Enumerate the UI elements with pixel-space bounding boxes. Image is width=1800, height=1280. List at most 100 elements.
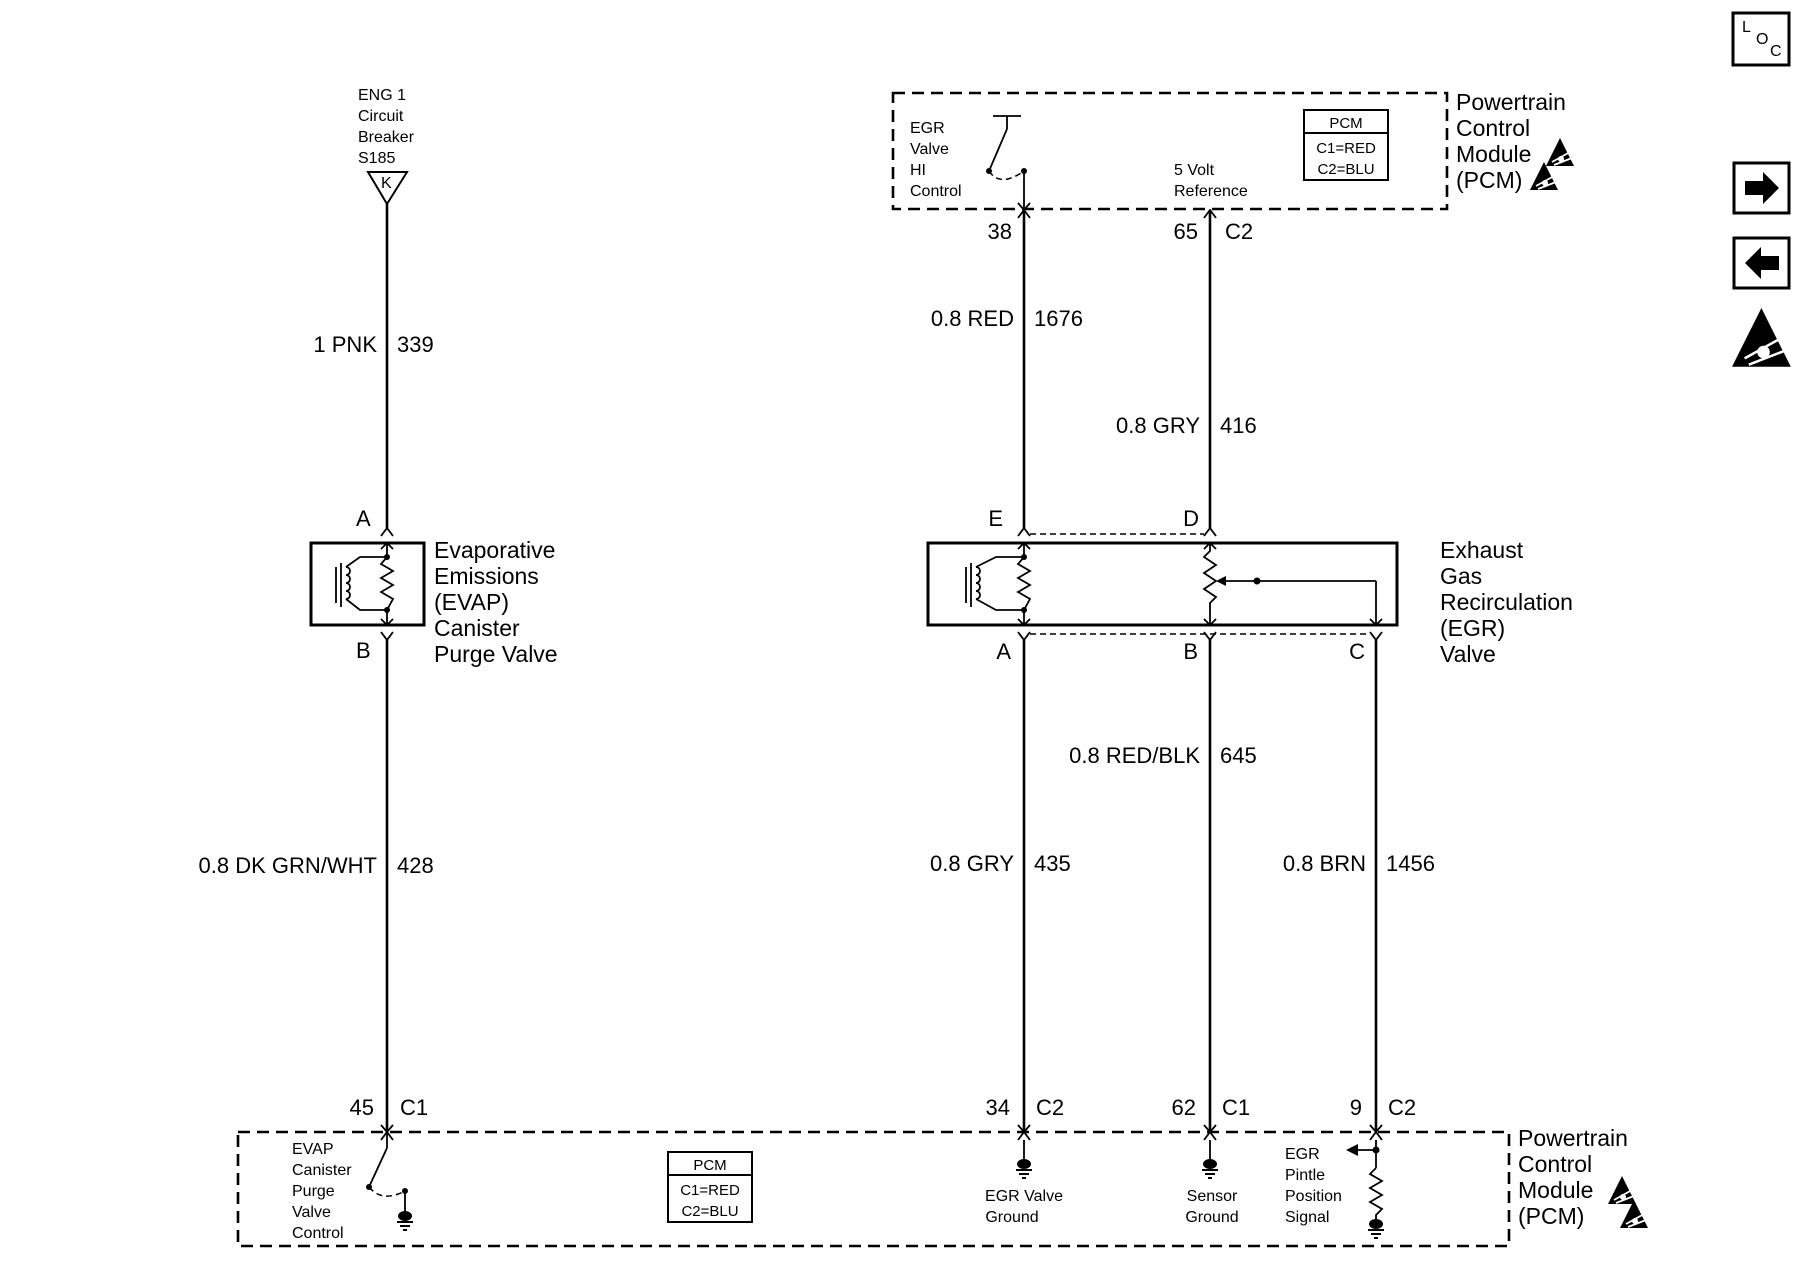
- evap-valve-label-4: Canister: [434, 615, 520, 641]
- breaker-label-1: ENG 1: [358, 87, 406, 104]
- egr-valve-ground-icon: [1015, 1140, 1033, 1179]
- egr-valve-label-3: Recirculation: [1440, 589, 1573, 615]
- evap-purge-valve: A B Evaporative Emissions (EVAP) Caniste…: [309, 506, 558, 667]
- pcm-bottom-evap-1: EVAP: [292, 1141, 334, 1158]
- egr-pin-c: C: [1349, 639, 1365, 664]
- evap-valve-label-2: Emissions: [434, 563, 539, 589]
- egr-valve-label-5: Valve: [1440, 641, 1496, 667]
- pcm-pin-62: 62: [1172, 1095, 1196, 1120]
- pcm-bottom-evap-3: Purge: [292, 1183, 335, 1200]
- pcm-bottom-evap-5: Control: [292, 1225, 344, 1242]
- pcm-pin-38: 38: [988, 219, 1012, 244]
- pcm-bottom-egr-ground-1: EGR Valve: [985, 1188, 1063, 1205]
- location-button[interactable]: L O C: [1731, 11, 1791, 67]
- location-letter-c: C: [1770, 43, 1782, 60]
- pcm-top-badge-c2: C2=BLU: [1317, 161, 1374, 178]
- wire-339-circuit: 339: [397, 332, 434, 357]
- pcm-bottom-evap-4: Valve: [292, 1204, 331, 1221]
- pcm-bottom-switch-icon: [366, 1132, 414, 1231]
- evap-pin-b: B: [356, 638, 371, 663]
- breaker-label-2: Circuit: [358, 108, 404, 125]
- evap-coil-icon: [345, 566, 351, 600]
- pcm-top-switch-icon: [986, 115, 1031, 212]
- pcm-top-esd-icon: [1545, 137, 1575, 167]
- sensor-ground-icon: [1201, 1140, 1219, 1179]
- pcm-bottom-badge: PCM C1=RED C2=BLU: [667, 1151, 753, 1223]
- egr-potentiometer-icon: [1202, 543, 1218, 625]
- wire-1676-circuit: 1676: [1034, 306, 1083, 331]
- wire-339-color: 1 PNK: [313, 332, 377, 357]
- wire-416-circuit: 416: [1220, 413, 1257, 438]
- evap-pin-a-connector: [380, 526, 394, 537]
- pcm-bottom-sensor-ground-1: Sensor: [1187, 1188, 1238, 1205]
- pcm-top-badge-c1: C1=RED: [1316, 140, 1376, 157]
- evap-pin-b-connector: [380, 631, 394, 642]
- egr-valve-label-4: (EGR): [1440, 615, 1505, 641]
- pcm-bottom-esd-icon: [1607, 1175, 1637, 1205]
- wire-1456-color: 0.8 BRN: [1283, 851, 1366, 876]
- pcm-top-ref-1: 5 Volt: [1174, 162, 1215, 179]
- breaker-terminal-letter: K: [381, 175, 392, 192]
- pcm-pin-45: 45: [350, 1095, 374, 1120]
- evap-pin-a: A: [356, 506, 371, 531]
- evap-valve-label-5: Purge Valve: [434, 641, 558, 667]
- breaker-label-3: Breaker: [358, 129, 415, 146]
- wire-428-circuit: 428: [397, 853, 434, 878]
- egr-coil-icon: [975, 566, 981, 600]
- pcm-top-label-1: Powertrain: [1456, 89, 1566, 115]
- evap-valve-label-3: (EVAP): [434, 589, 509, 615]
- egr-valve-label-2: Gas: [1440, 563, 1482, 589]
- pcm-bottom-pintle-1: EGR: [1285, 1146, 1320, 1163]
- pcm-bottom-module: 45 C1 34 C2 62 C1 9 C2 EVAP Canister Pur…: [236, 1095, 1649, 1248]
- pcm-bottom-label-4: (PCM): [1518, 1203, 1584, 1229]
- pcm-top-ref-2: Reference: [1174, 183, 1248, 200]
- egr-valve-label-1: Exhaust: [1440, 537, 1524, 563]
- pcm-top-label-2: Control: [1456, 115, 1530, 141]
- egr-valve: E D Exhaust Gas Recirculation (EGR) Valv…: [926, 506, 1573, 667]
- egr-solenoid-resistor-icon: [1016, 543, 1032, 625]
- pcm-bottom-esd-icon-2: [1619, 1199, 1649, 1229]
- pcm-top-egr-hi-4: Control: [910, 183, 962, 200]
- circuit-breaker: ENG 1 Circuit Breaker S185 K: [358, 87, 415, 206]
- evap-resistor-icon: [379, 543, 395, 625]
- pcm-bottom-box: [236, 1130, 1511, 1248]
- pcm-pin-34: 34: [986, 1095, 1010, 1120]
- pcm-bottom-sensor-ground-2: Ground: [1185, 1209, 1238, 1226]
- pcm-bottom-label-3: Module: [1518, 1177, 1593, 1203]
- egr-pin-d: D: [1183, 506, 1199, 531]
- wire-416-color: 0.8 GRY: [1116, 413, 1200, 438]
- egr-coil-core-icon: [965, 563, 972, 607]
- esd-info-button[interactable]: [1732, 308, 1791, 367]
- pcm-top-box: [891, 91, 1449, 211]
- pcm-pin-45-conn: C1: [400, 1095, 428, 1120]
- wire-435-circuit: 435: [1034, 851, 1071, 876]
- pcm-bottom-pintle-2: Pintle: [1285, 1167, 1325, 1184]
- evap-valve-box: [309, 541, 426, 627]
- next-page-button[interactable]: [1732, 161, 1791, 215]
- breaker-label-4: S185: [358, 150, 395, 167]
- egr-pin-e: E: [988, 506, 1003, 531]
- pcm-top-egr-hi-2: Valve: [910, 141, 949, 158]
- wire-1676-color: 0.8 RED: [931, 306, 1014, 331]
- wire-435-color: 0.8 GRY: [930, 851, 1014, 876]
- evap-coil-core-icon: [335, 563, 342, 607]
- location-letter-o: O: [1756, 31, 1768, 48]
- wire-428-color: 0.8 DK GRN/WHT: [199, 853, 377, 878]
- egr-wiper-arrow-icon: [1216, 576, 1226, 586]
- pcm-top-esd-icon-2: [1529, 161, 1559, 191]
- previous-page-button[interactable]: [1732, 236, 1791, 290]
- wire-1456-circuit: 1456: [1386, 851, 1435, 876]
- location-letter-l: L: [1742, 19, 1751, 36]
- pcm-bottom-pintle-3: Position: [1285, 1188, 1342, 1205]
- pcm-bottom-egr-ground-2: Ground: [985, 1209, 1038, 1226]
- pcm-top-label-4: (PCM): [1456, 167, 1522, 193]
- egr-pin-a: A: [996, 639, 1011, 664]
- pcm-pin-62-conn: C1: [1222, 1095, 1250, 1120]
- pcm-pin-9: 9: [1350, 1095, 1362, 1120]
- pcm-bottom-evap-2: Canister: [292, 1162, 352, 1179]
- egr-valve-box: [926, 541, 1399, 627]
- pcm-top-module: EGR Valve HI Control 5 Volt Reference PC…: [891, 89, 1575, 212]
- pcm-bottom-badge-c1: C1=RED: [680, 1182, 740, 1199]
- egr-pin-b: B: [1183, 639, 1198, 664]
